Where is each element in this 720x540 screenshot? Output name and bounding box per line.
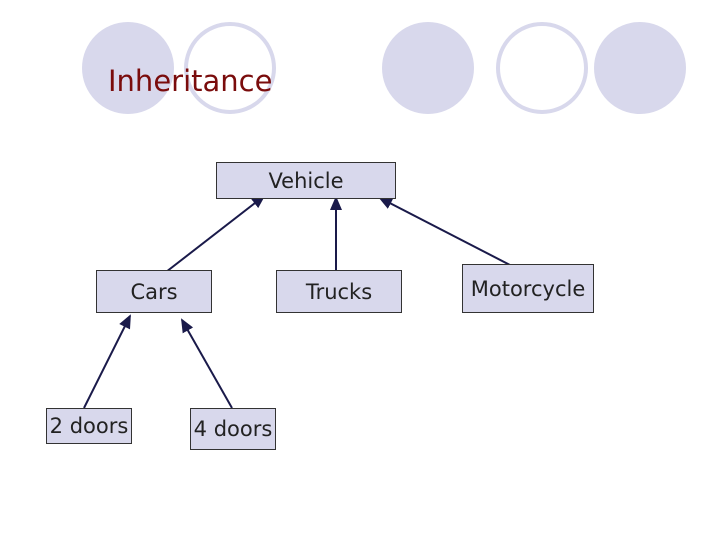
node-label: Vehicle [268,168,344,193]
decor-circle-2 [184,22,276,114]
slide-title: Inheritance [108,64,273,98]
edge-4doors-to-cars [181,318,233,409]
node-2-doors: 2 doors [46,408,132,444]
node-label: Cars [130,279,178,304]
decor-circle-1 [82,22,174,114]
node-4-doors: 4 doors [190,408,276,450]
edge-2doors-to-cars [83,314,131,409]
edge-motorcycle-to-vehicle [378,197,511,266]
node-motorcycle: Motorcycle [462,264,594,313]
node-cars: Cars [96,270,212,313]
edge-cars-to-vehicle [165,194,266,273]
node-trucks: Trucks [276,270,402,313]
node-label: 4 doors [193,417,273,441]
node-label: Trucks [305,279,373,304]
decor-circle-4 [496,22,588,114]
node-label: 2 doors [49,414,129,438]
decor-circle-5 [594,22,686,114]
node-vehicle: Vehicle [216,162,396,199]
decor-circle-3 [382,22,474,114]
node-label: Motorcycle [470,276,586,301]
